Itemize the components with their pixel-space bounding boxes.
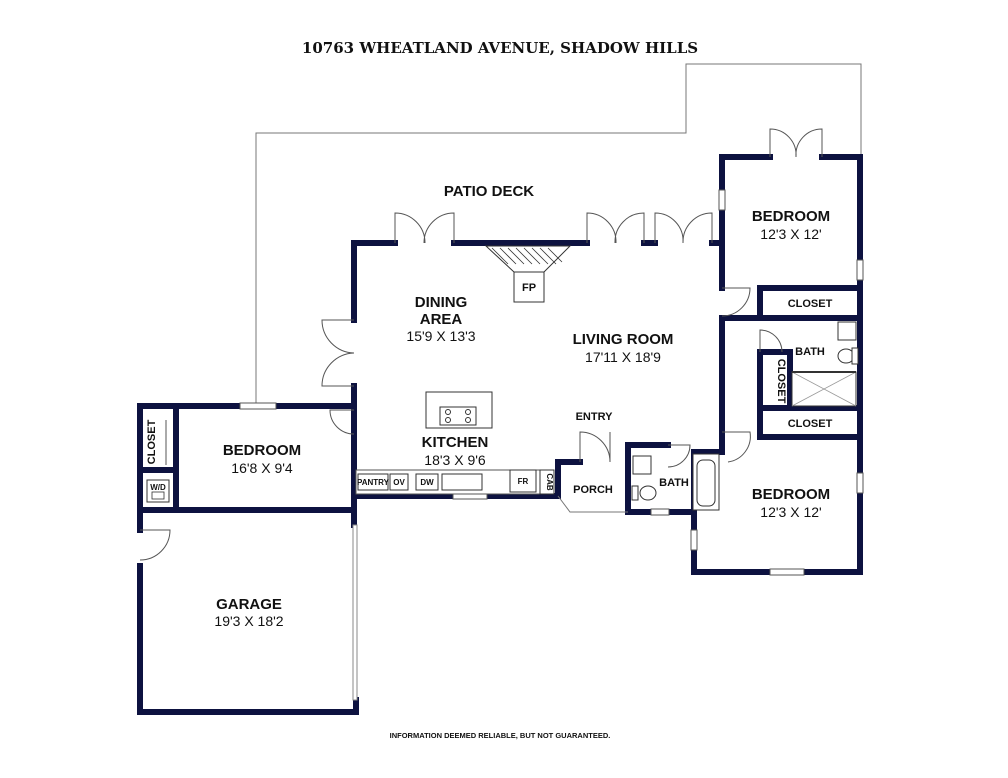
- oven-label: OV: [393, 478, 405, 487]
- bedroom-west-dims: 16'8 X 9'4: [231, 460, 293, 476]
- fp-label: FP: [522, 282, 536, 294]
- bath-hall-label: BATH: [659, 477, 689, 489]
- property-outline: [255, 63, 862, 405]
- dining-name-1: DINING: [415, 294, 468, 311]
- doors: [139, 128, 823, 561]
- kitchen-dims: 18'3 X 9'6: [424, 452, 486, 468]
- living-room-dims: 17'11 X 18'9: [585, 349, 661, 365]
- kitchen-island: [425, 391, 493, 429]
- washer-dryer: W/D: [146, 479, 170, 503]
- plan-title: 10763 WHEATLAND AVENUE, SHADOW HILLS: [302, 39, 698, 57]
- wd-label: W/D: [150, 483, 166, 492]
- living-room-name: LIVING ROOM: [573, 331, 674, 348]
- porch-label: PORCH: [573, 484, 613, 496]
- windows: [239, 189, 864, 701]
- garage-dims: 19'3 X 18'2: [214, 613, 283, 629]
- fireplace: FP: [484, 245, 572, 303]
- closet-ne-label: CLOSET: [788, 298, 833, 310]
- bath-main-label: BATH: [795, 346, 825, 358]
- bedroom-west-name: BEDROOM: [223, 442, 301, 459]
- bedroom-ne-name: BEDROOM: [752, 208, 830, 225]
- bedroom-ne-dims: 12'3 X 12': [760, 226, 821, 242]
- bath-fixtures: [631, 321, 859, 511]
- dishwasher-label: DW: [420, 478, 434, 487]
- closet-west-label: CLOSET: [146, 419, 158, 464]
- fridge-label: FR: [518, 477, 529, 486]
- disclaimer: INFORMATION DEEMED RELIABLE, BUT NOT GUA…: [390, 731, 611, 740]
- bedroom-se-name: BEDROOM: [752, 486, 830, 503]
- dining-name-2: AREA: [420, 311, 463, 328]
- patio-deck-label: PATIO DECK: [444, 183, 534, 200]
- closet-se-label: CLOSET: [788, 418, 833, 430]
- cab-label: CAB: [545, 473, 554, 491]
- bedroom-se-dims: 12'3 X 12': [760, 504, 821, 520]
- entry-label: ENTRY: [576, 411, 614, 423]
- pantry-label: PANTRY: [357, 478, 390, 487]
- dining-dims: 15'9 X 13'3: [406, 328, 475, 344]
- kitchen-name: KITCHEN: [422, 434, 489, 451]
- garage-name: GARAGE: [216, 596, 282, 613]
- closet-hall-label: CLOSET: [775, 359, 787, 404]
- kitchen-counter: PANTRY OV DW FR CAB: [355, 469, 555, 495]
